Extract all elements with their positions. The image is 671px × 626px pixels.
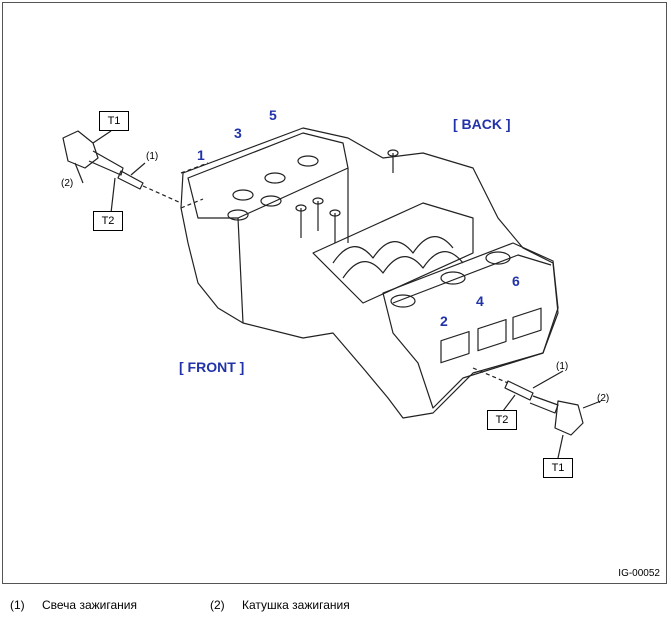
cylinder-4-label: 4 — [476, 293, 484, 309]
cylinder-1-label: 1 — [197, 147, 205, 163]
ref-2-bottom: (2) — [597, 393, 610, 404]
tool-t2-bottom-label: T2 — [487, 410, 517, 430]
legend-item-1-text: Свеча зажигания — [42, 598, 137, 612]
ignition-coil-bottom — [529, 395, 584, 436]
ref-1-bottom: (1) — [556, 361, 569, 372]
legend-item-2-text: Катушка зажигания — [242, 598, 350, 612]
tool-t2-top-label: T2 — [93, 211, 123, 231]
cylinder-3-label: 3 — [234, 125, 242, 141]
figure-id: IG-00052 — [618, 568, 660, 579]
spark-plug-top — [117, 170, 182, 204]
legend: (1) Свеча зажигания (2) Катушка зажигани… — [0, 590, 671, 620]
right-head — [382, 242, 559, 409]
tool-t1-bottom-label: T1 — [543, 458, 573, 478]
legend-item-2-number: (2) — [210, 598, 225, 612]
cylinder-6-label: 6 — [512, 273, 520, 289]
engine-drawing — [62, 127, 602, 459]
spark-plug-bottom — [472, 367, 534, 401]
front-label: [ FRONT ] — [179, 359, 245, 375]
cylinder-5-label: 5 — [269, 107, 277, 123]
back-label: [ BACK ] — [453, 116, 511, 132]
cylinder-2-label: 2 — [440, 313, 448, 329]
legend-item-1-number: (1) — [10, 598, 25, 612]
port-2 — [440, 330, 470, 364]
tool-t1-top-label: T1 — [99, 111, 129, 131]
engine-block-outline — [180, 127, 559, 419]
ref-1-top: (1) — [146, 151, 159, 162]
intake-valley — [312, 202, 474, 304]
ignition-coil-top — [62, 130, 124, 176]
port-4 — [477, 318, 507, 352]
diagram-frame: 1 3 5 2 4 6 [ BACK ] [ FRONT ] T1 T2 T2 … — [2, 2, 667, 584]
port-6 — [512, 307, 542, 340]
ref-2-top: (2) — [61, 178, 74, 189]
